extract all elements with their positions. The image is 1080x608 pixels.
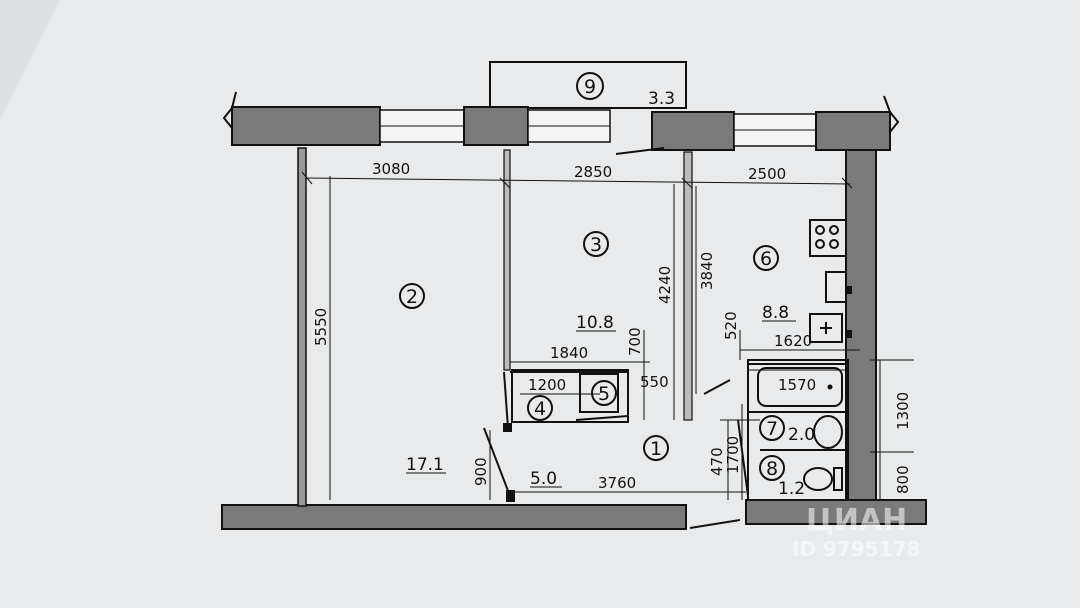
svg-text:9: 9 — [584, 76, 596, 98]
left-wall — [297, 147, 307, 507]
dim-700: 700 — [626, 327, 644, 356]
dim-2500: 2500 — [748, 165, 786, 183]
room-number-9: 9 — [576, 72, 604, 100]
room-number-5: 5 — [591, 380, 617, 406]
area-wc: 1.2 — [778, 479, 805, 499]
area-bath: 2.0 — [788, 425, 815, 445]
bathtub — [757, 367, 843, 407]
dim-900: 900 — [472, 457, 490, 486]
closet-4-5 — [511, 369, 629, 423]
dim-4240: 4240 — [656, 266, 674, 304]
watermark-id: ID 9795178 — [792, 537, 920, 561]
top-wall-mid — [463, 106, 529, 146]
paper-fold-shade — [0, 0, 60, 120]
partition-2-3 — [503, 149, 511, 371]
room-number-7: 7 — [759, 415, 785, 441]
room-number-4: 4 — [527, 395, 553, 421]
area-pantry: 5.0 — [530, 469, 557, 489]
bathroom-block — [747, 359, 849, 501]
balcony-outline — [489, 61, 687, 109]
bottom-wall-left — [221, 504, 687, 530]
svg-text:8: 8 — [766, 458, 778, 480]
dim-1620: 1620 — [774, 332, 812, 350]
area-balcony: 3.3 — [648, 89, 675, 109]
top-wall-right-a — [651, 111, 735, 151]
dim-1840: 1840 — [550, 344, 588, 362]
dim-1200: 1200 — [528, 376, 566, 394]
dim-1570: 1570 — [778, 376, 816, 394]
svg-text:4: 4 — [534, 398, 546, 420]
svg-text:2: 2 — [406, 286, 418, 308]
svg-text:7: 7 — [766, 418, 778, 440]
sink — [813, 415, 843, 449]
dim-470: 470 — [708, 447, 726, 476]
dim-520: 520 — [722, 311, 740, 340]
top-wall-right-b — [815, 111, 891, 151]
room-number-8: 8 — [759, 455, 785, 481]
area-kitchen: 8.8 — [762, 303, 789, 323]
svg-text:5: 5 — [598, 383, 610, 405]
room-number-1: 1 — [643, 435, 669, 461]
room-number-6: 6 — [753, 245, 779, 271]
dim-2850: 2850 — [574, 163, 612, 181]
stove — [809, 219, 847, 257]
room-number-3: 3 — [583, 231, 609, 257]
partition-3-6 — [683, 151, 693, 421]
dim-3080: 3080 — [372, 160, 410, 178]
toilet-tank — [833, 467, 843, 491]
svg-text:1: 1 — [650, 438, 662, 460]
dim-3840: 3840 — [698, 252, 716, 290]
toilet — [803, 467, 833, 491]
dim-3760: 3760 — [598, 474, 636, 492]
svg-text:3: 3 — [590, 234, 602, 256]
area-room-3: 10.8 — [576, 313, 614, 333]
right-wall — [845, 149, 877, 501]
area-room-2: 17.1 — [406, 455, 444, 475]
dim-550: 550 — [640, 373, 669, 391]
bottom-wall-right — [745, 499, 927, 525]
dimension-lines — [301, 171, 914, 500]
dim-1300: 1300 — [894, 392, 912, 430]
room-number-2: 2 — [399, 283, 425, 309]
svg-text:6: 6 — [760, 248, 772, 270]
dim-1700: 1700 — [724, 436, 742, 474]
dim-800: 800 — [894, 465, 912, 494]
watermark-brand: ЦИАН — [806, 503, 907, 538]
top-wall-left — [231, 106, 381, 146]
dim-5550: 5550 — [312, 308, 330, 346]
kitchen-sink — [809, 313, 843, 343]
